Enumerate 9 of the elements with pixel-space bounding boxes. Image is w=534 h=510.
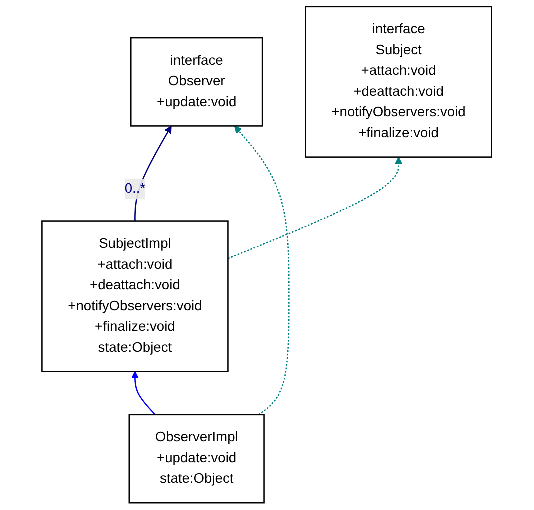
arrow — [228, 156, 403, 260]
node-box: SubjectImpl +attach:void +deattach:void +notifyObservers:void +finalize:void state:Object — [42, 220, 229, 372]
node-box: ObserverImpl +update:void state:Object — [128, 414, 265, 504]
node-box: interface Observer +update:void — [130, 37, 264, 127]
node-box: interface Subject +attach:void +deattach:void +notifyObservers:void +finalize:void — [305, 6, 492, 158]
arrow — [234, 126, 290, 416]
edge-label: 0..* — [124, 182, 146, 196]
arrow — [131, 371, 156, 416]
arrow — [134, 126, 172, 222]
